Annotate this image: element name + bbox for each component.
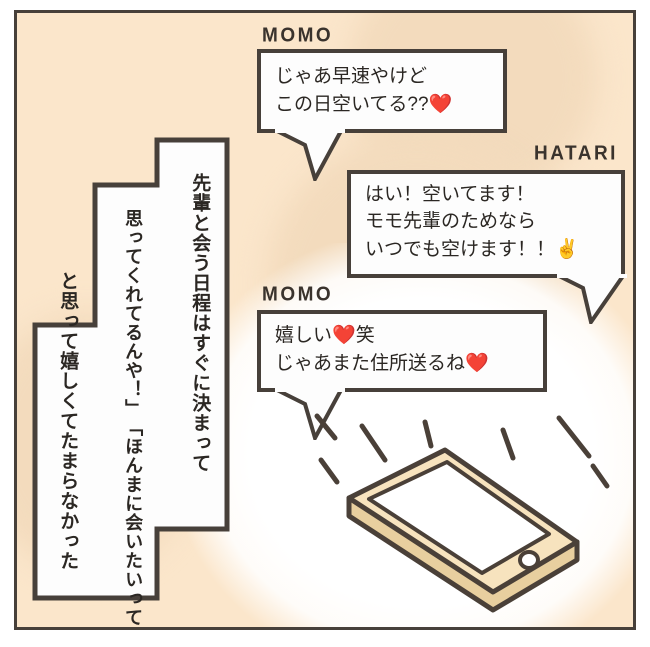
speech-bubble-3: 嬉しい❤️笑じゃあまた住所送るね❤️ [257,310,547,392]
panel-frame: 先輩と会う日程はすぐに決まって 思ってくれてるんや！」 「ほんまに会いたいって … [14,10,636,630]
narration-boxes: 先輩と会う日程はすぐに決まって 思ってくれてるんや！」 「ほんまに会いたいって … [17,13,247,627]
speaker-label-hatari: HATARI [534,142,618,165]
heart-emoji: ❤️ [465,351,489,374]
speech-bubble-2-text: はい！空いてます！ モモ先輩のためなら いつでも空けます！！✌️ [351,174,621,264]
narration-text-1: 先輩と会う日程はすぐに決まって [189,173,211,473]
speech-bubble-2: はい！空いてます！ モモ先輩のためなら いつでも空けます！！✌️ [347,170,625,278]
speech-bubble-3-line-2: じゃあまた住所送るね [275,352,466,374]
speech-bubble-3-text: 嬉しい❤️笑じゃあまた住所送るね❤️ [261,314,543,377]
narration-text-2-line-a: 「ほんまに会いたいって [123,418,144,627]
heart-emoji: ❤️ [428,92,453,115]
smartphone-illustration [314,413,610,613]
speaker-label-momo-2: MOMO [262,283,334,306]
speech-bubble-1: じゃあ早速やけど この日空いてる??❤️ [257,49,507,133]
narration-text-3: と思って嬉しくてたまらなかった [57,271,79,571]
speech-bubble-2-body: はい！空いてます！ モモ先輩のためなら いつでも空けます！！ [365,184,556,260]
speech-bubble-3-line-1a: 嬉しい [275,325,333,346]
sparkle-rays [314,413,610,489]
narration-outline [32,137,230,601]
narration-text-2-line-b: 思ってくれてるんや！」 [123,209,144,418]
speaker-label-momo-1: MOMO [262,24,334,47]
phone-home-button [518,550,540,570]
speech-bubble-3-tail [275,388,345,440]
narration-text-2: 思ってくれてるんや！」 「ほんまに会いたいって [123,209,144,627]
speech-bubble-3-line-1b: 笑 [355,325,375,346]
speech-bubble-1-text: じゃあ早速やけど この日空いてる??❤️ [261,53,503,118]
phone-screen [367,460,551,575]
heart-emoji: ❤️ [332,324,356,346]
speech-bubble-2-tail [557,274,627,324]
speech-bubble-1-body: じゃあ早速やけど この日空いてる?? [275,66,429,115]
speech-bubble-1-tail [275,129,345,181]
peace-hand-emoji: ✌️ [555,237,579,260]
